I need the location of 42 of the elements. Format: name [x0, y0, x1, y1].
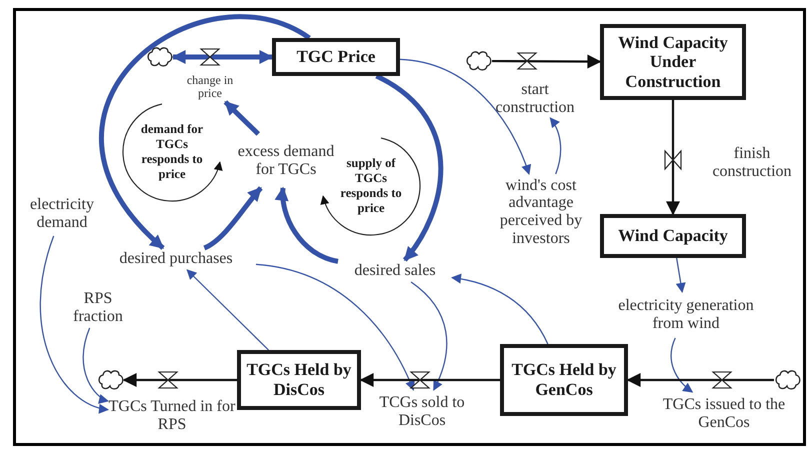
- variable-label: RPS fraction: [60, 288, 136, 328]
- arrow: [550, 117, 562, 174]
- variable-label: TGCs Turned in for RPS: [108, 394, 236, 438]
- arrow: [676, 258, 686, 293]
- variable-label: electricity generation from wind: [606, 292, 766, 338]
- arrow: [82, 328, 109, 403]
- stock-box: Wind Capacity: [600, 214, 746, 258]
- variable-label: change in price: [178, 72, 242, 102]
- cloud-icon: [98, 369, 124, 391]
- variable-label: start construction: [480, 80, 590, 118]
- flow-pipe: [626, 373, 774, 387]
- arrow: [400, 58, 531, 175]
- arrow: [276, 186, 339, 264]
- arrow: [375, 74, 444, 262]
- arrow: [203, 186, 263, 250]
- arrow: [256, 264, 414, 391]
- variable-label: finish construction: [704, 144, 800, 182]
- stock-box: Wind Capacity Under Construction: [600, 24, 746, 100]
- arrow: [670, 338, 694, 393]
- cloud-icon: [147, 46, 173, 68]
- stock-box: TGCs Held by DisCos: [237, 350, 361, 410]
- flow-pipe: [360, 373, 500, 387]
- flow-pipe: [492, 54, 602, 69]
- arrow: [186, 269, 269, 350]
- cloud-icon: [466, 50, 492, 72]
- stock-box: TGC Price: [272, 38, 400, 76]
- variable-label: desired sales: [338, 260, 452, 282]
- variable-label: excess demand for TGCs: [236, 134, 336, 188]
- variable-label: desired purchases: [96, 248, 256, 270]
- flow-pipe: [666, 100, 680, 216]
- flow-pipe: [122, 373, 237, 387]
- cloud-icon: [774, 369, 802, 391]
- arrow: [451, 274, 548, 344]
- variable-label: electricity demand: [16, 192, 108, 236]
- arrow: [40, 236, 109, 413]
- arrow: [224, 100, 260, 136]
- arrow: [172, 50, 274, 64]
- variable-label: TGCs issued to the GenCos: [654, 392, 794, 436]
- arrow: [99, 14, 310, 250]
- stock-box: TGCs Held by GenCos: [500, 344, 628, 416]
- arrow: [410, 282, 448, 391]
- variable-label: TCGs sold to DisCos: [366, 390, 478, 434]
